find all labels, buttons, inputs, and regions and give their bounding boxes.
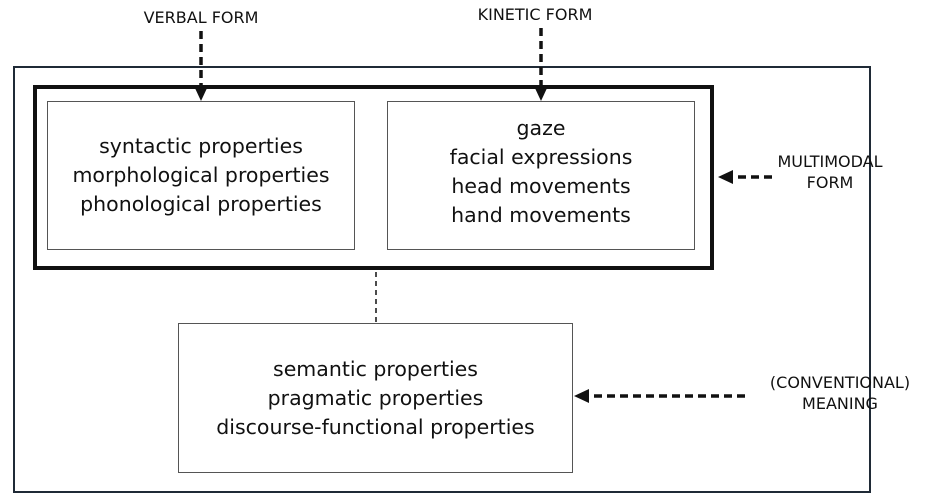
verbal-properties-box: syntactic properties morphological prope…: [47, 101, 355, 250]
kinetic-properties-list: gaze facial expressions head movements h…: [388, 102, 694, 249]
discourse-functional-properties-text: discourse-functional properties: [216, 414, 535, 439]
semantic-properties-text: semantic properties: [273, 356, 478, 381]
verbal-properties-list: syntactic properties morphological prope…: [48, 102, 354, 249]
verbal-form-label: VERBAL FORM: [143, 8, 259, 27]
syntactic-properties-text: syntactic properties: [99, 134, 303, 158]
facial-expressions-text: facial expressions: [449, 145, 633, 169]
meaning-label: (CONVENTIONAL) MEANING: [745, 372, 935, 414]
pragmatic-properties-text: pragmatic properties: [267, 385, 484, 410]
phonological-properties-text: phonological properties: [80, 192, 322, 216]
multimodal-form-label: MULTIMODAL FORM: [770, 151, 890, 193]
morphological-properties-text: morphological properties: [72, 163, 330, 187]
kinetic-form-label: KINETIC FORM: [477, 5, 593, 24]
meaning-label-line-2: MEANING: [802, 394, 878, 413]
meaning-properties-list: semantic properties pragmatic properties…: [179, 324, 572, 472]
kinetic-properties-box: gaze facial expressions head movements h…: [387, 101, 695, 250]
multimodal-form-label-line-2: FORM: [806, 173, 854, 192]
meaning-properties-box: semantic properties pragmatic properties…: [178, 323, 573, 473]
head-movements-text: head movements: [451, 174, 631, 198]
multimodal-form-label-line-1: MULTIMODAL: [777, 152, 883, 171]
meaning-label-line-1: (CONVENTIONAL): [769, 373, 911, 392]
hand-movements-text: hand movements: [451, 203, 631, 227]
gaze-text: gaze: [516, 116, 566, 140]
